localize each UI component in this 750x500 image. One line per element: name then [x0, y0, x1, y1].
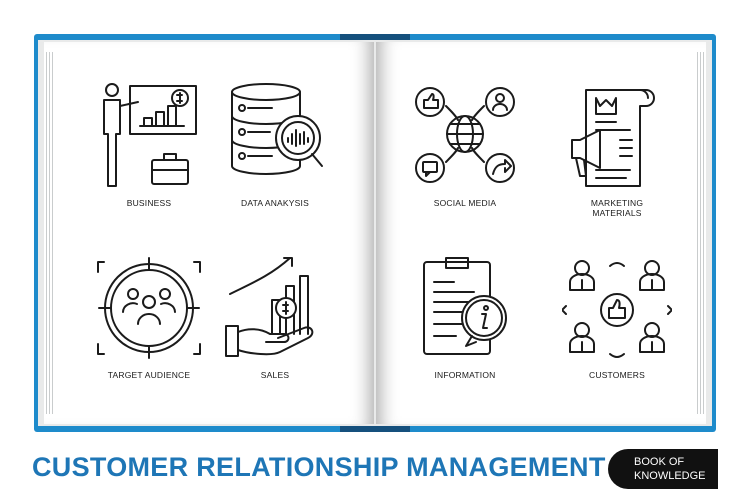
item-label: TARGET AUDIENCE: [107, 370, 191, 380]
book-cover: BUSINESS DATA ANAKYSIS: [34, 34, 716, 432]
item-label: CUSTOMERS: [589, 370, 645, 380]
social-media-icon: [415, 87, 515, 183]
target-audience-icon: [97, 257, 201, 359]
business-presentation-icon: [103, 83, 197, 187]
marketing-materials-icon: [571, 89, 655, 187]
item-label: INFORMATION: [434, 370, 496, 380]
item-label: SOCIAL MEDIA: [433, 198, 497, 208]
spine-tab-top: [340, 34, 410, 42]
item-social-media: SOCIAL MEDIA: [400, 78, 530, 208]
item-label: SALES: [260, 370, 290, 380]
item-business: BUSINESS: [84, 78, 214, 208]
information-icon: [423, 257, 507, 355]
data-analysis-icon: [231, 83, 323, 175]
sales-icon: [225, 257, 314, 357]
page-edges: [46, 52, 56, 414]
right-page: SOCIAL MEDIA MARKETING MATERIALS: [376, 42, 706, 424]
customers-icon: [562, 260, 672, 358]
item-sales: SALES: [210, 254, 340, 380]
item-label: BUSINESS: [126, 198, 172, 208]
item-data-analysis: DATA ANAKYSIS: [210, 78, 340, 208]
page-edges: [694, 52, 704, 414]
item-information: INFORMATION: [400, 254, 530, 380]
page-title: CUSTOMER RELATIONSHIP MANAGEMENT: [32, 452, 606, 482]
badge-text: BOOK OF KNOWLEDGE: [634, 456, 706, 482]
item-marketing-materials: MARKETING MATERIALS: [552, 78, 682, 218]
item-label: DATA ANAKYSIS: [241, 198, 309, 208]
book-of-knowledge-badge: BOOK OF KNOWLEDGE: [608, 449, 718, 489]
item-label: MARKETING MATERIALS: [590, 198, 644, 218]
item-customers: CUSTOMERS: [552, 254, 682, 380]
spine-tab-bottom: [340, 424, 410, 432]
left-page: BUSINESS DATA ANAKYSIS: [44, 42, 374, 424]
item-target-audience: TARGET AUDIENCE: [84, 254, 214, 380]
